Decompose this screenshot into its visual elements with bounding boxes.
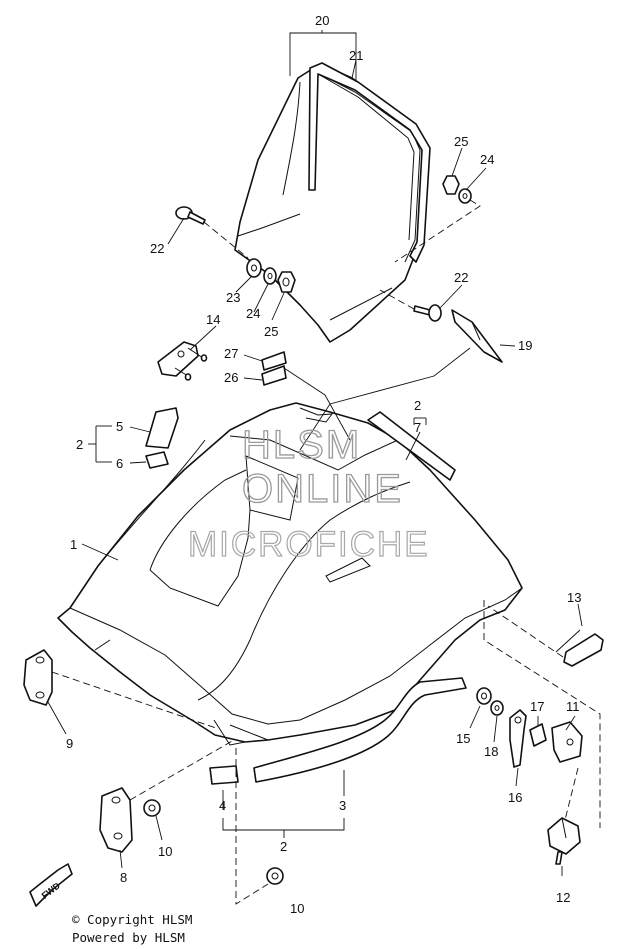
callout-25-lower: 25 <box>264 324 278 339</box>
tag-26 <box>261 365 287 386</box>
callout-15: 15 <box>456 731 470 746</box>
collar-17 <box>529 723 547 747</box>
seal-3 <box>253 677 467 783</box>
callout-21: 21 <box>349 48 363 63</box>
watermark-line-1: HLSM <box>242 423 361 467</box>
callout-23: 23 <box>226 290 240 305</box>
callout-12: 12 <box>556 890 570 905</box>
bolt-22-right <box>413 304 442 322</box>
watermark-line-2: ONLINE <box>242 467 403 511</box>
callout-4: 4 <box>219 798 226 813</box>
callout-3: 3 <box>339 798 346 813</box>
washer-18 <box>490 700 504 716</box>
latch-bracket-11 <box>551 721 583 763</box>
callout-2-right: 2 <box>414 398 421 413</box>
callout-13: 13 <box>567 590 581 605</box>
callout-2-left: 2 <box>76 437 83 452</box>
callout-11: 11 <box>566 699 580 714</box>
watermark: HLSM ONLINE MICROFICHE <box>187 422 430 564</box>
callout-16: 16 <box>508 790 522 805</box>
callout-6: 6 <box>116 456 123 471</box>
callout-26: 26 <box>224 370 238 385</box>
callout-7: 7 <box>414 420 421 435</box>
copyright-text: © Copyright HLSM <box>72 912 193 927</box>
washer-23 <box>246 258 262 278</box>
callout-24-upper: 24 <box>480 152 494 167</box>
nut-25-upper <box>442 175 460 195</box>
nut-25-lower <box>277 271 296 293</box>
callout-10-upper: 10 <box>158 844 172 859</box>
grommet-10-upper <box>143 799 161 817</box>
callout-25-upper: 25 <box>454 134 468 149</box>
pad-5 <box>145 407 179 449</box>
windshield-trim <box>308 62 431 263</box>
callout-22-left: 22 <box>150 241 164 256</box>
callout-22-right: 22 <box>454 270 468 285</box>
callout-18: 18 <box>484 744 498 759</box>
handle-13 <box>555 629 604 667</box>
callout-10-lower: 10 <box>290 901 304 916</box>
grommet-10-lower <box>266 867 284 885</box>
callout-labels: 20 21 25 24 22 22 23 24 25 19 14 27 26 2… <box>66 13 581 916</box>
pad-6 <box>145 451 169 469</box>
leader-lines <box>47 30 601 905</box>
callout-24-lower: 24 <box>246 306 260 321</box>
callout-5: 5 <box>116 419 123 434</box>
strip-7 <box>367 411 456 481</box>
callout-1: 1 <box>70 537 77 552</box>
latch-arm-16 <box>509 709 527 768</box>
callout-17: 17 <box>530 699 544 714</box>
callout-27: 27 <box>224 346 238 361</box>
decal-19 <box>451 309 503 363</box>
callout-20: 20 <box>315 13 329 28</box>
seal-4 <box>209 765 239 785</box>
hood <box>57 402 523 746</box>
callout-14: 14 <box>206 312 220 327</box>
knob-12 <box>547 817 581 865</box>
bolt-22-left <box>175 206 206 225</box>
bracket-14 <box>157 341 208 381</box>
tag-27 <box>261 351 287 371</box>
washer-24-upper <box>458 188 472 204</box>
callout-9: 9 <box>66 736 73 751</box>
powered-by-text: Powered by HLSM <box>72 930 185 945</box>
callout-19: 19 <box>518 338 532 353</box>
collar-15 <box>476 687 492 705</box>
hinge-9 <box>23 649 53 706</box>
hinge-8 <box>99 787 133 853</box>
washer-24-lower <box>263 267 277 285</box>
watermark-line-3: MICROFICHE <box>188 525 430 564</box>
callout-2-bottom: 2 <box>280 839 287 854</box>
fwd-arrow-icon <box>29 863 73 907</box>
callout-8: 8 <box>120 870 127 885</box>
